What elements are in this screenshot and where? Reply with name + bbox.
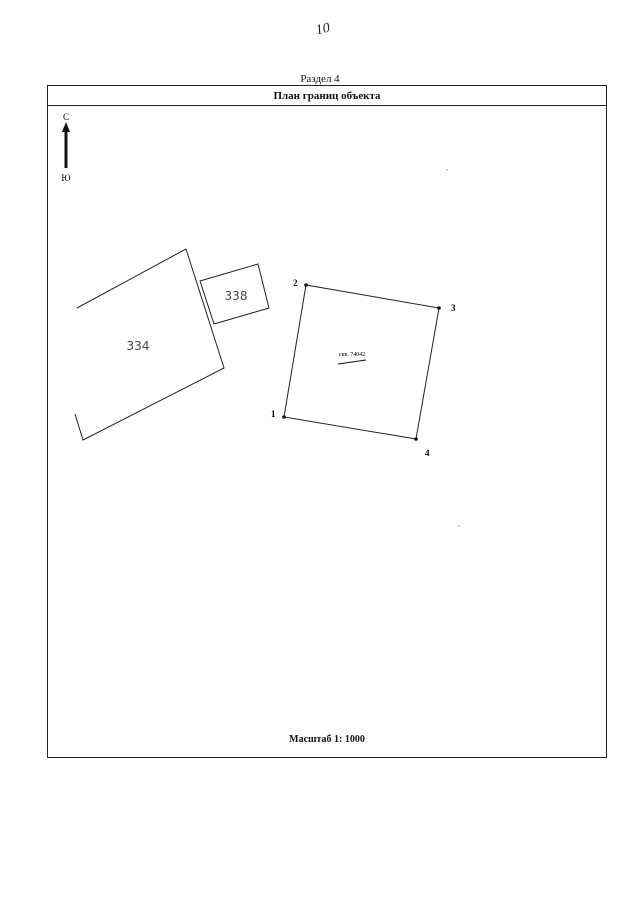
boundary-plan-drawing: С Ю 334 338 скв. 74042 1 2 3 4 [61,112,460,527]
page-number: 10 [314,20,332,39]
boundary-point-4 [414,437,418,441]
scan-speck [458,525,460,527]
neighbor-parcel-334 [74,248,225,441]
compass-north-label: С [63,112,69,122]
compass-south-label: Ю [61,173,70,183]
boundary-point-1 [282,415,286,419]
section-label: Раздел 4 [300,73,340,85]
north-arrow-icon: С Ю [61,112,70,183]
boundary-point-3 [437,306,441,310]
object-label: скв. 74042 [339,352,365,358]
boundary-point-2 [304,283,308,287]
scan-speck [446,169,448,171]
object-label-leader [337,359,367,365]
point-label-3: 3 [451,303,456,313]
plan-frame: План границ объекта С Ю 334 338 скв. 740… [47,85,607,758]
neighbor-parcel-334-label: 334 [127,339,150,353]
point-label-1: 1 [271,409,276,419]
object-boundary [283,284,440,440]
neighbor-parcel-338 [199,263,270,325]
scale-label: Масштаб 1: 1000 [289,734,365,745]
point-label-2: 2 [293,278,298,288]
point-label-4: 4 [425,448,430,458]
frame-title: План границ объекта [48,86,606,106]
neighbor-parcel-338-label: 338 [225,289,248,303]
